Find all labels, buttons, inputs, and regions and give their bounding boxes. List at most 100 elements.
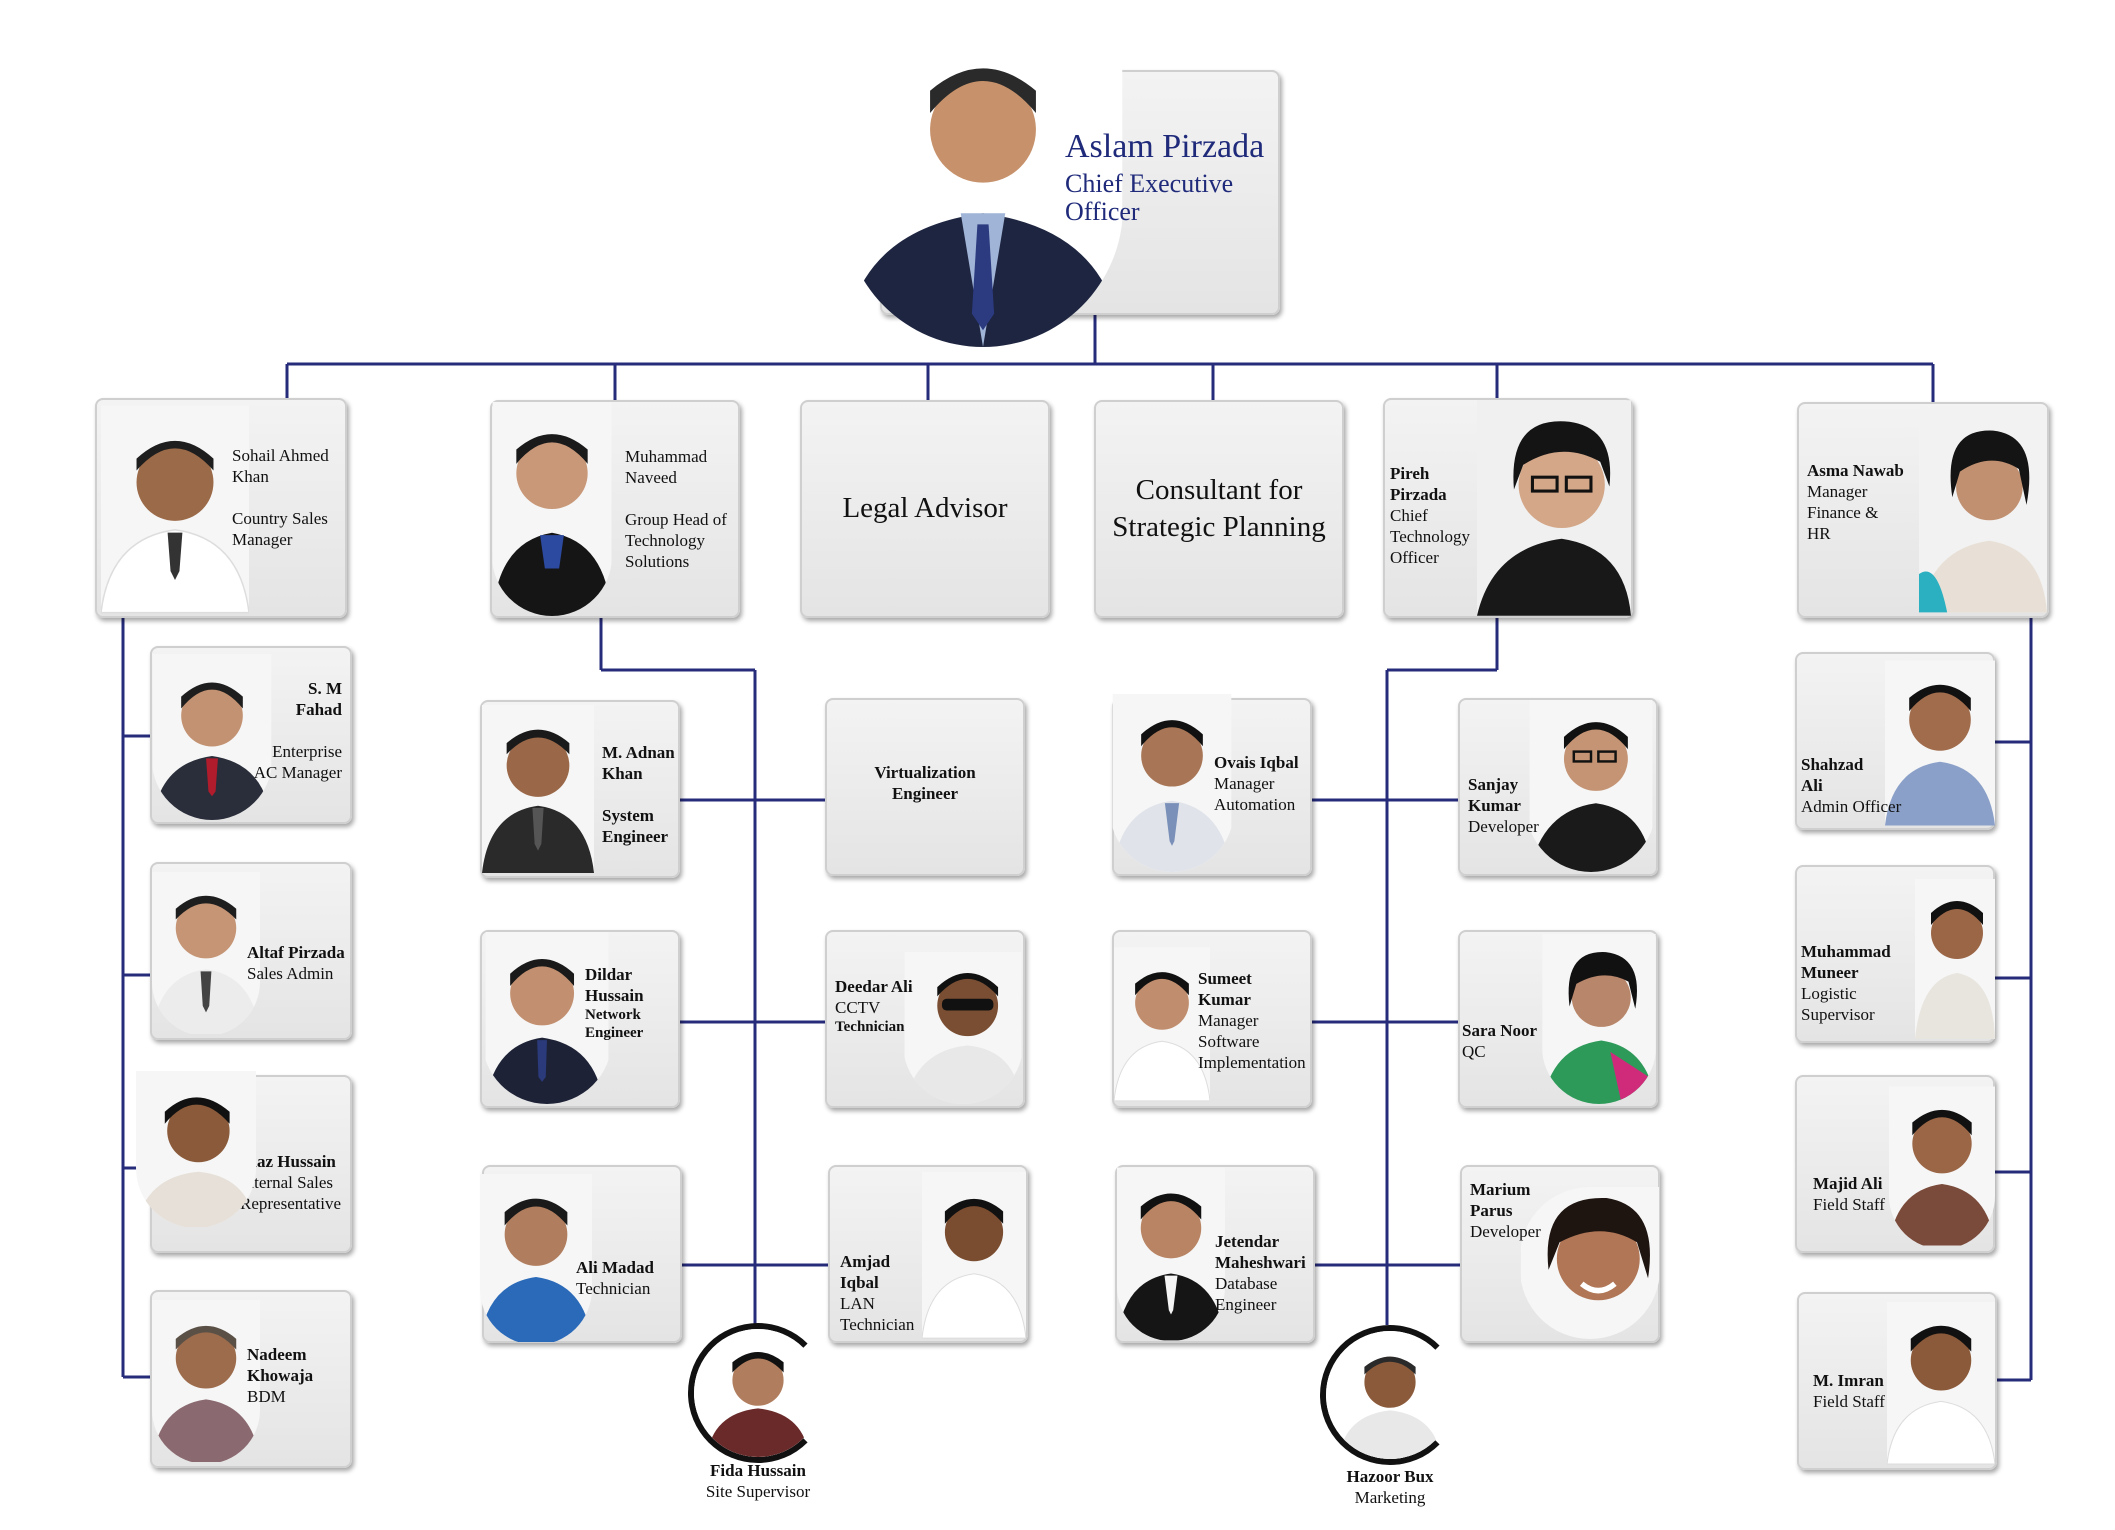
nadeem-role: BDM xyxy=(247,1387,286,1406)
fida-role: Site Supervisor xyxy=(705,1482,811,1501)
naveed-role-3: Solutions xyxy=(625,552,690,571)
amjad-role-2: Technician xyxy=(840,1315,915,1334)
shahzad-photo xyxy=(1885,660,1995,826)
asma-name: Asma Nawab xyxy=(1807,461,1904,480)
naveed-role-2: Technology xyxy=(625,531,706,550)
amjad-photo xyxy=(922,1169,1026,1341)
marium-name-2: Parus xyxy=(1470,1201,1513,1220)
hr-card-imran: M. Imran Field Staff xyxy=(1797,1292,1997,1470)
marium-role: Developer xyxy=(1470,1222,1541,1241)
jetendar-name-2: Maheshwari xyxy=(1215,1253,1306,1272)
adnan-name-2: Khan xyxy=(602,764,643,783)
virtualization-card: Virtualization Engineer xyxy=(825,698,1025,876)
legal-advisor-title: Legal Advisor xyxy=(842,492,1008,524)
pireh-role-1: Chief xyxy=(1390,506,1428,525)
fahad-text: S. M Fahad Enterprise AC Manager xyxy=(254,678,342,783)
sanjay-photo xyxy=(1526,700,1656,872)
amjad-name-1: Amjad xyxy=(840,1252,891,1271)
tech-card-deedar: Deedar Ali CCTV Technician xyxy=(825,930,1025,1108)
sohail-text: Sohail Ahmed Khan Country Sales Manager xyxy=(232,445,329,550)
adnan-role-2: Engineer xyxy=(602,827,669,846)
marium-photo xyxy=(1520,1187,1660,1339)
fahad-name-2: Fahad xyxy=(295,700,342,719)
majid-photo xyxy=(1889,1083,1995,1249)
pireh-role-3: Officer xyxy=(1390,548,1439,567)
dildar-text: Dildar Hussain Network Engineer xyxy=(585,964,644,1042)
jetendar-role-1: Database xyxy=(1215,1274,1278,1293)
hazoor-caption: Hazoor Bux Marketing xyxy=(1285,1466,1495,1508)
cto-card-ovais: Ovais Iqbal Manager Automation xyxy=(1112,694,1312,876)
sanjay-name-2: Kumar xyxy=(1468,796,1521,815)
deedar-role-2: Technician xyxy=(835,1019,905,1035)
asma-photo xyxy=(1919,406,2047,614)
muneer-text: Muhammad Muneer Logistic Supervisor xyxy=(1801,941,1891,1025)
naveed-text: Muhammad Naveed Group Head of Technology… xyxy=(625,446,727,572)
altaf-text: Altaf Pirzada Sales Admin xyxy=(247,942,345,984)
pireh-text: Pireh Pirzada Chief Technology Officer xyxy=(1390,463,1470,568)
consultant-title-1: Consultant for xyxy=(1135,474,1303,506)
dildar-name-1: Dildar xyxy=(585,965,633,984)
ovais-photo xyxy=(1110,694,1234,872)
sohail-role-1: Country Sales xyxy=(232,509,328,528)
cto-card-sumeet: Sumeet Kumar Manager Software Implementa… xyxy=(1112,930,1312,1108)
majid-text: Majid Ali Field Staff xyxy=(1813,1173,1885,1215)
sohail-photo xyxy=(101,404,249,614)
altaf-photo xyxy=(152,870,260,1036)
niaz-photo xyxy=(136,1070,256,1228)
ali-text: Ali Madad Technician xyxy=(576,1257,654,1299)
amjad-role-1: LAN xyxy=(840,1294,875,1313)
marium-text: Marium Parus Developer xyxy=(1470,1179,1541,1242)
niaz-role-1: Internal Sales xyxy=(240,1173,333,1192)
pireh-name-1: Pireh xyxy=(1390,464,1430,483)
niaz-text: Niaz Hussain Internal Sales Representati… xyxy=(240,1151,341,1214)
ceo-photo xyxy=(843,35,1123,347)
sohail-role-2: Manager xyxy=(232,530,293,549)
nadeem-name-1: Nadeem xyxy=(247,1345,307,1364)
fahad-photo xyxy=(152,654,272,820)
ceo-title-line1: Chief Executive xyxy=(1065,169,1234,198)
tech-card-dildar: Dildar Hussain Network Engineer xyxy=(480,930,680,1108)
shahzad-text: Shahzad Ali Admin Officer xyxy=(1801,754,1901,817)
adnan-name-1: M. Adnan xyxy=(602,743,675,762)
imran-name: M. Imran xyxy=(1813,1371,1884,1390)
ovais-name: Ovais Iqbal xyxy=(1214,753,1299,772)
deedar-name: Deedar Ali xyxy=(835,977,913,996)
sohail-name-1: Sohail Ahmed xyxy=(232,446,329,465)
hr-card-shahzad: Shahzad Ali Admin Officer xyxy=(1795,652,1995,830)
niaz-role-2: Representative xyxy=(240,1194,342,1213)
asma-role-1: Manager xyxy=(1807,482,1868,501)
pireh-card: Pireh Pirzada Chief Technology Officer xyxy=(1383,398,1633,618)
ovais-role-1: Manager xyxy=(1214,774,1275,793)
cto-card-sara: Sara Noor QC xyxy=(1458,930,1658,1108)
sohail-card: Sohail Ahmed Khan Country Sales Manager xyxy=(95,398,347,618)
fahad-role-1: Enterprise xyxy=(272,742,342,761)
muneer-name-1: Muhammad xyxy=(1801,942,1891,961)
fida-caption: Fida Hussain Site Supervisor xyxy=(653,1460,863,1502)
sumeet-role-3: Implementation xyxy=(1198,1053,1306,1072)
tech-card-amjad: Amjad Iqbal LAN Technician xyxy=(828,1165,1028,1343)
sales-card-fahad: S. M Fahad Enterprise AC Manager xyxy=(150,646,352,824)
niaz-name: Niaz Hussain xyxy=(240,1152,336,1171)
asma-role-2: Finance & xyxy=(1807,503,1879,522)
majid-name: Majid Ali xyxy=(1813,1174,1883,1193)
sanjay-role: Developer xyxy=(1468,817,1539,836)
sanjay-name-1: Sanjay xyxy=(1468,775,1519,794)
naveed-name-1: Muhammad xyxy=(625,447,708,466)
fahad-name-1: S. M xyxy=(308,679,342,698)
asma-text: Asma Nawab Manager Finance & HR xyxy=(1807,460,1904,544)
dildar-name-2: Hussain xyxy=(585,986,644,1005)
majid-role: Field Staff xyxy=(1813,1195,1885,1214)
jetendar-role-2: Engineer xyxy=(1215,1295,1277,1314)
virtualization-title-2: Engineer xyxy=(891,784,959,803)
fida-name: Fida Hussain xyxy=(710,1461,806,1480)
muneer-role-2: Supervisor xyxy=(1801,1005,1875,1024)
ali-name: Ali Madad xyxy=(576,1258,654,1277)
muneer-role-1: Logistic xyxy=(1801,984,1857,1003)
hazoor-photo xyxy=(1320,1325,1460,1465)
legal-advisor-card: Legal Advisor xyxy=(800,400,1050,618)
altaf-role: Sales Admin xyxy=(247,964,334,983)
amjad-text: Amjad Iqbal LAN Technician xyxy=(840,1251,914,1335)
ovais-role-2: Automation xyxy=(1214,795,1296,814)
spacer xyxy=(625,488,727,509)
sanjay-text: Sanjay Kumar Developer xyxy=(1468,774,1539,837)
